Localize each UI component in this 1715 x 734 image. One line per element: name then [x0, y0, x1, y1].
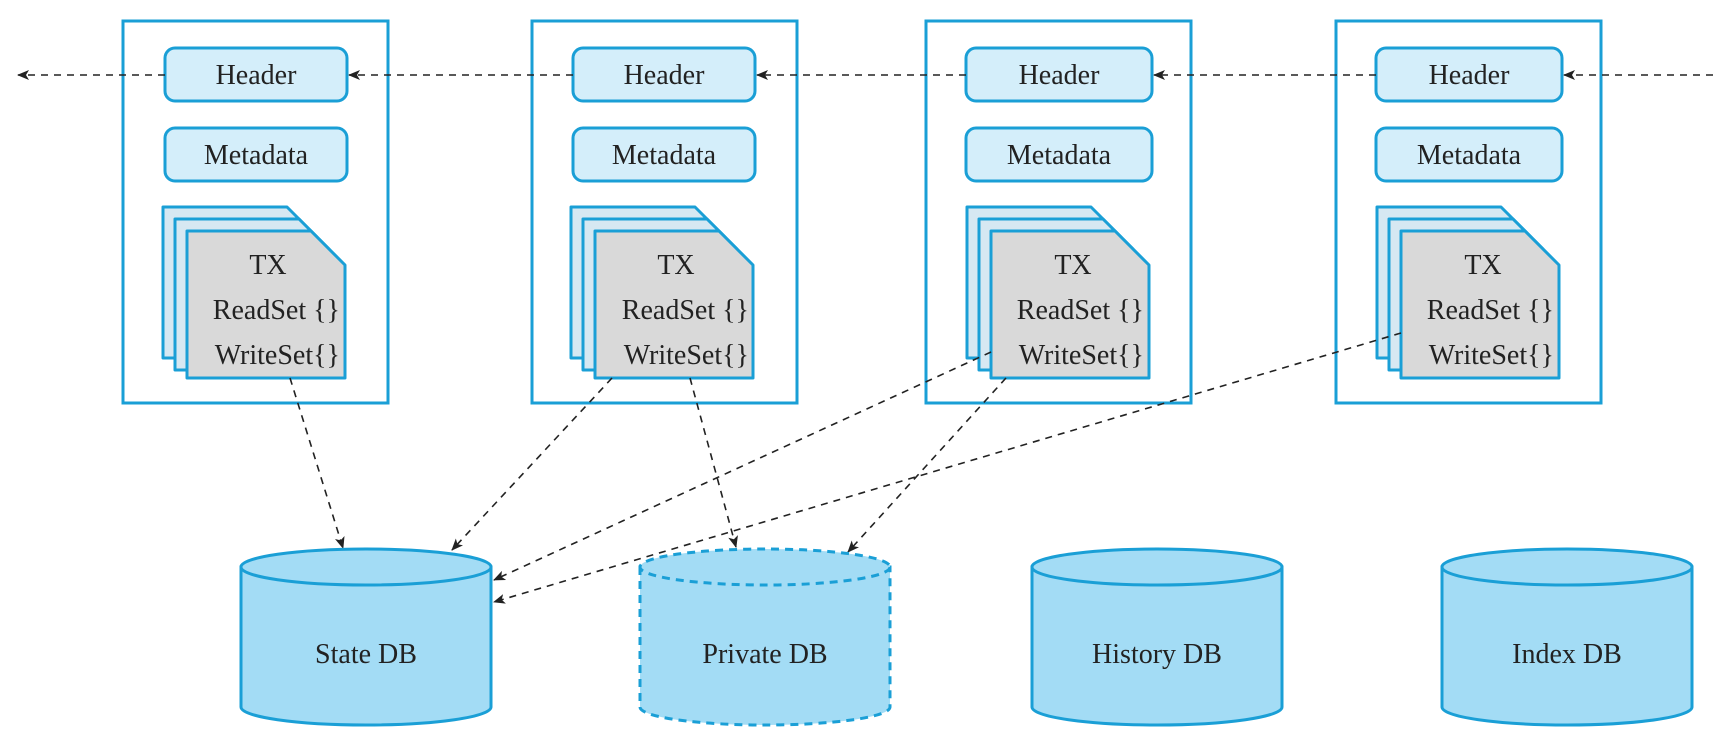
- block-2-tx-readset: ReadSet {}: [622, 295, 749, 326]
- block-3-tx-page: [989, 229, 1151, 380]
- block-2-transactions: TX ReadSet {} WriteSet{}: [569, 205, 755, 380]
- flow-block-3-to-private-db: [847, 377, 1007, 553]
- index-db-label: Index DB: [1512, 639, 1622, 670]
- block-4-header: Header: [1374, 46, 1564, 103]
- block-1: Header Metadata TX ReadSet {} WriteSet{}: [121, 19, 390, 405]
- block-4-transactions: TX ReadSet {} WriteSet{}: [1375, 205, 1561, 380]
- block-1-header: Header: [163, 46, 349, 103]
- block-1-transactions: TX ReadSet {} WriteSet{}: [161, 205, 347, 380]
- flow-block-1-to-state-db: [289, 377, 345, 549]
- block-1-tx-page: [185, 229, 347, 380]
- block-2-tx-writeset: WriteSet{}: [624, 340, 749, 371]
- writeset-flow-arrows: [289, 332, 1402, 604]
- block-1-metadata: Metadata: [163, 126, 349, 183]
- block-2-metadata: Metadata: [571, 126, 757, 183]
- block-2-header-label: Header: [624, 60, 706, 91]
- block-3-transactions: TX ReadSet {} WriteSet{}: [965, 205, 1151, 380]
- flow-block-3-to-state-db: [493, 351, 992, 581]
- block-2-tx-title: TX: [657, 250, 694, 281]
- block-4-tx-page: [1399, 229, 1561, 380]
- block-2-tx-page: [593, 229, 755, 380]
- database-index-db: Index DB: [1440, 547, 1694, 727]
- block-4-metadata-label: Metadata: [1417, 140, 1522, 171]
- block-3-metadata: Metadata: [964, 126, 1154, 183]
- block-3-header-label: Header: [1019, 60, 1101, 91]
- block-1-header-label: Header: [216, 60, 298, 91]
- block-3-header: Header: [964, 46, 1154, 103]
- history-db-label: History DB: [1092, 639, 1222, 670]
- block-2-metadata-label: Metadata: [612, 140, 717, 171]
- block-4: Header Metadata TX ReadSet {} WriteSet{}: [1334, 19, 1603, 405]
- flow-block-2-to-state-db: [451, 377, 613, 551]
- block-3-tx-title: TX: [1054, 250, 1091, 281]
- block-1-metadata-label: Metadata: [204, 140, 309, 171]
- database-state-db: State DB: [239, 547, 493, 727]
- block-4-tx-title: TX: [1464, 250, 1501, 281]
- block-1-tx-title: TX: [249, 250, 286, 281]
- flow-block-2-to-private-db: [689, 377, 738, 548]
- database-history-db: History DB: [1030, 547, 1284, 727]
- block-4-tx-writeset: WriteSet{}: [1429, 340, 1554, 371]
- block-1-tx-readset: ReadSet {}: [213, 295, 340, 326]
- block-3: Header Metadata TX ReadSet {} WriteSet{}: [924, 19, 1193, 405]
- block-3-metadata-label: Metadata: [1007, 140, 1112, 171]
- block-4-metadata: Metadata: [1374, 126, 1564, 183]
- block-1-tx-writeset: WriteSet{}: [215, 340, 340, 371]
- block-4-header-label: Header: [1429, 60, 1511, 91]
- flow-block-4-to-state-db: [493, 332, 1402, 604]
- block-4-tx-readset: ReadSet {}: [1427, 295, 1554, 326]
- state-db-label: State DB: [315, 639, 417, 670]
- block-3-tx-writeset: WriteSet{}: [1019, 340, 1144, 371]
- private-db-label: Private DB: [702, 639, 827, 670]
- block-2-header: Header: [571, 46, 757, 103]
- block-3-tx-readset: ReadSet {}: [1017, 295, 1144, 326]
- database-private-db: Private DB: [638, 547, 892, 727]
- block-2: Header Metadata TX ReadSet {} WriteSet{}: [530, 19, 799, 405]
